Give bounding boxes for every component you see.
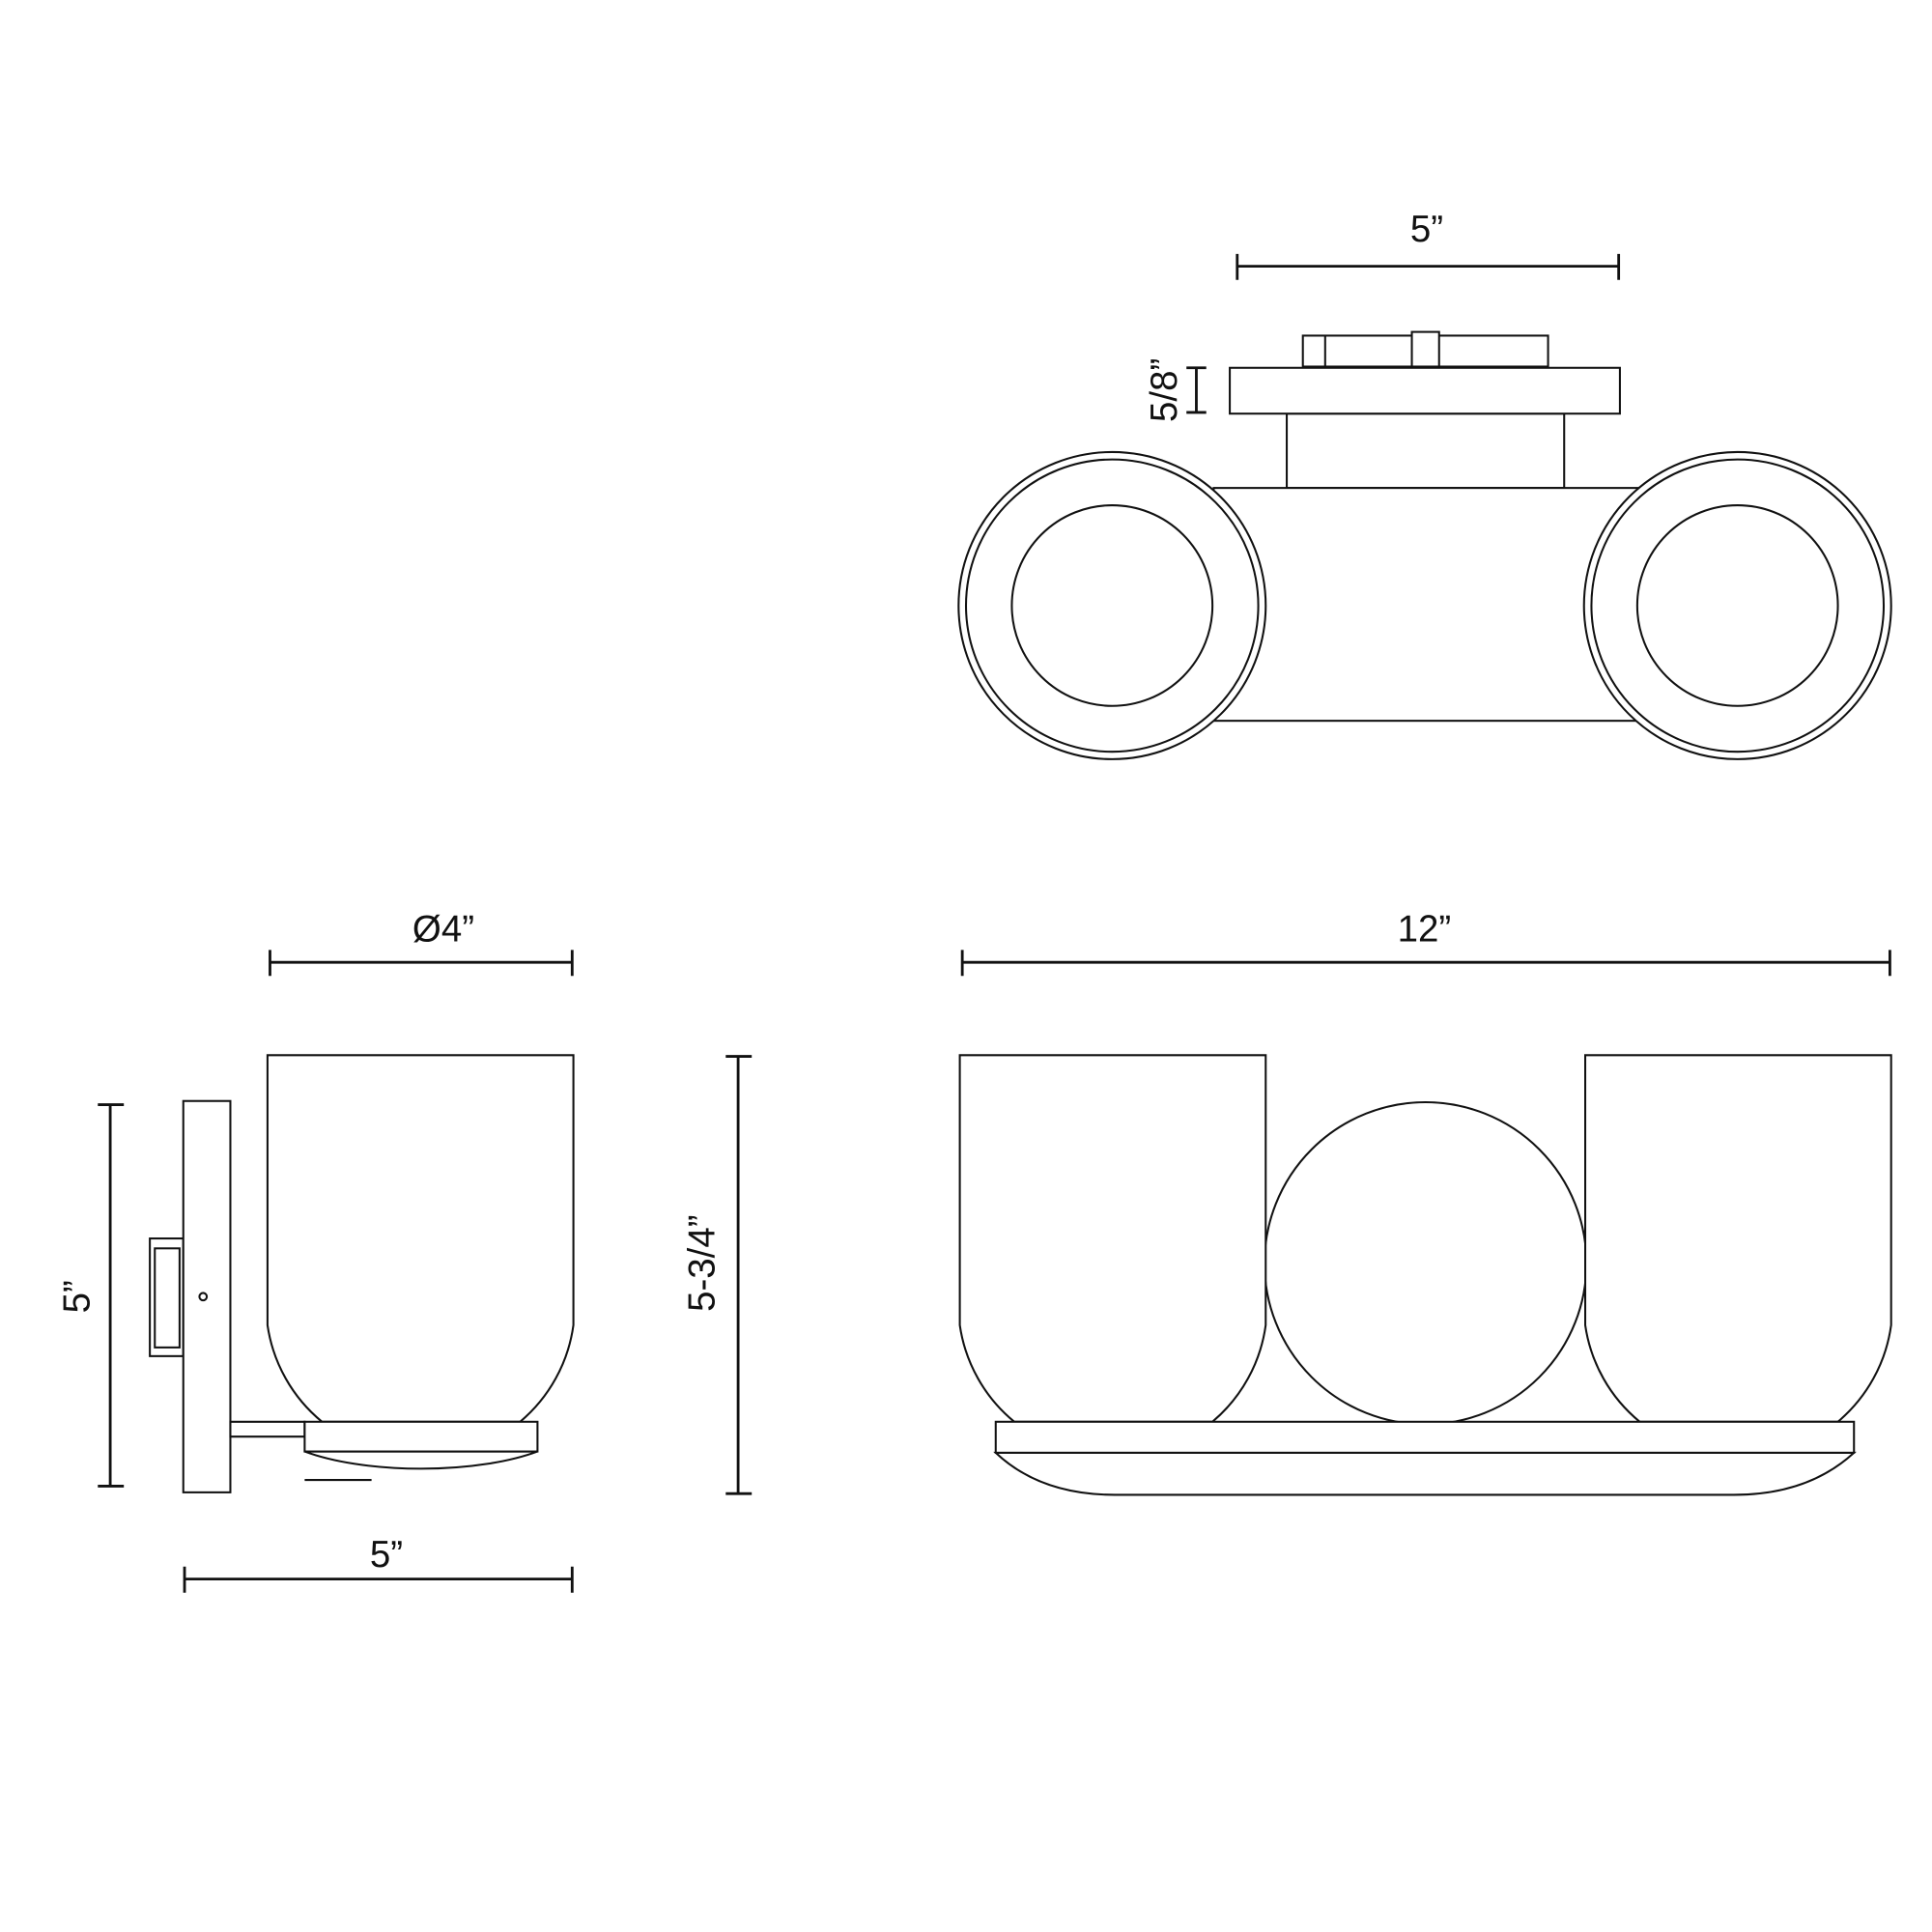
side-depth-dim-line <box>183 1566 574 1593</box>
front-view: 12” <box>958 908 1892 1496</box>
canopy-tab <box>1410 330 1440 368</box>
junction-box-inner <box>154 1247 181 1349</box>
side-shade <box>266 1054 575 1423</box>
overall-width-label: 12” <box>1398 908 1452 950</box>
overall-height-dim-line <box>725 1055 753 1495</box>
side-base-plate <box>303 1420 539 1453</box>
left-shade-front <box>958 1054 1267 1423</box>
side-height-label: 5” <box>56 1280 98 1313</box>
overall-height-label: 5-3/4” <box>682 1214 724 1311</box>
screw-icon <box>198 1292 209 1302</box>
body-bar <box>1212 487 1642 723</box>
side-height-dim-line <box>98 1103 125 1488</box>
side-depth-label: 5” <box>370 1534 403 1576</box>
stem <box>1286 412 1566 490</box>
top-width-dim-line <box>1236 253 1621 280</box>
side-view: Ø4” 5” 5” <box>56 908 575 1593</box>
right-shade-front <box>1584 1054 1892 1423</box>
left-shade-top <box>957 450 1267 760</box>
diameter-dim-line <box>269 950 574 977</box>
arm <box>229 1420 306 1438</box>
top-view: 5” 5/8” <box>957 209 1892 760</box>
canopy-depth-dim-line <box>1186 366 1207 414</box>
front-base-plate <box>994 1420 1856 1454</box>
side-dish <box>304 1450 538 1470</box>
center-globe <box>1263 1101 1588 1426</box>
mounting-plate <box>1229 366 1621 415</box>
right-shade-top <box>1582 450 1892 760</box>
top-width-label: 5” <box>1410 209 1443 250</box>
diameter-label: Ø4” <box>412 908 474 950</box>
canopy-depth-label: 5/8” <box>1144 358 1185 422</box>
overall-width-dim-line <box>960 950 1891 977</box>
front-dish <box>993 1451 1857 1496</box>
